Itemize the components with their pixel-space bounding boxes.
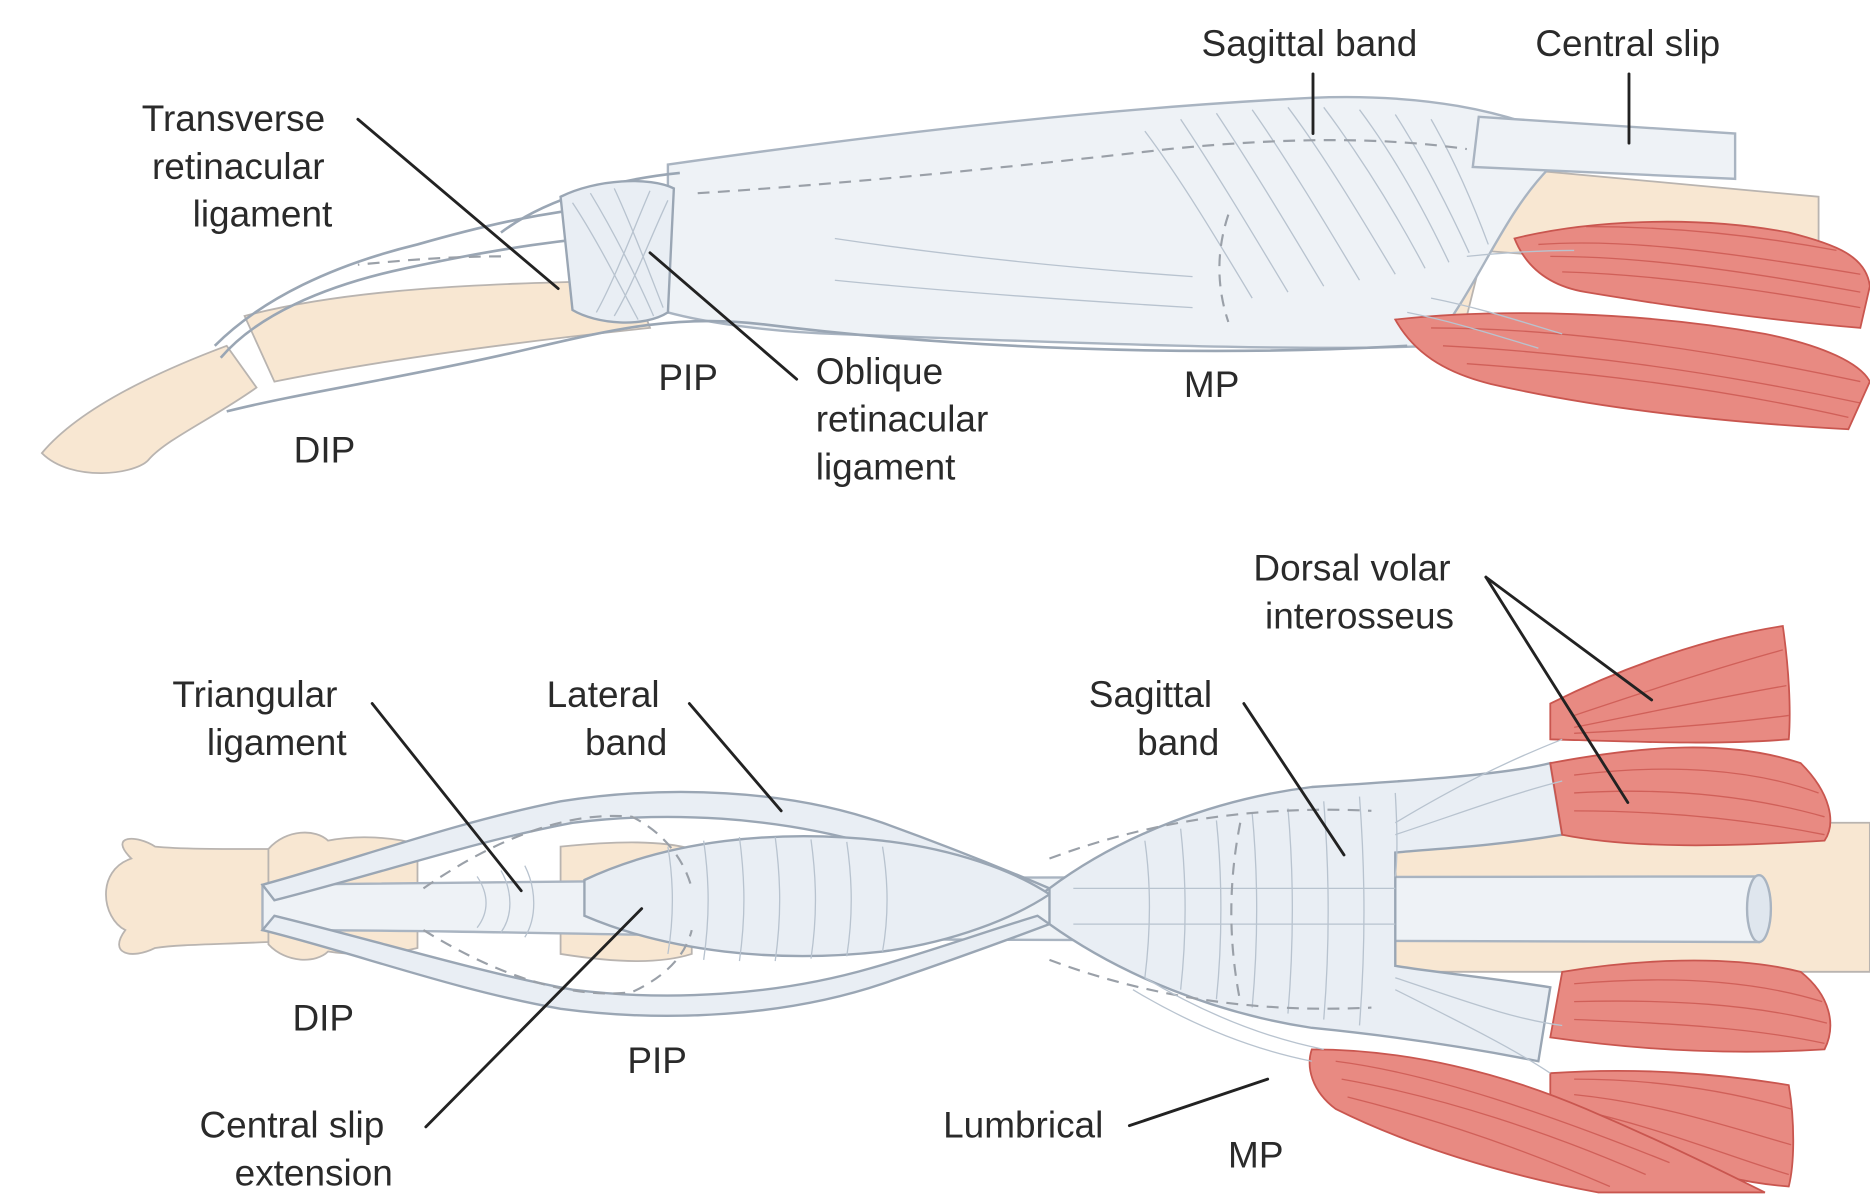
top-label-oblique-retinacular-line-1: Oblique	[816, 351, 943, 392]
bottom-label-triangular-ligament-line-2: ligament	[207, 722, 347, 763]
bottom-tendon-end-cap	[1747, 875, 1771, 942]
bottom-label-dorsal-volar-interosseus: Dorsal volar interosseus	[1253, 548, 1460, 637]
bottom-label-triangular-ligament-line-1: Triangular	[172, 674, 337, 715]
bottom-dorsal-view: Dorsal volar interosseus Triangular liga…	[106, 548, 1870, 1194]
top-retinacular-bundle	[561, 181, 674, 322]
bottom-label-sagittal-band-line-1: Sagittal	[1089, 674, 1212, 715]
bottom-distal-phalanx-bone	[106, 839, 268, 954]
top-label-sagittal-band: Sagittal band	[1202, 23, 1418, 64]
bottom-label-dip: DIP	[292, 997, 354, 1038]
top-label-oblique-retinacular-line-3: ligament	[816, 446, 956, 487]
bottom-label-dorsal-volar-interosseus-line-1: Dorsal volar	[1253, 548, 1450, 589]
top-lateral-view: Sagittal band Central slip Transverse re…	[42, 23, 1870, 487]
bottom-leader-lumbrical	[1129, 1079, 1267, 1126]
top-label-dip: DIP	[294, 430, 356, 471]
top-label-transverse-retinacular-line-3: ligament	[193, 194, 333, 235]
top-label-transverse-retinacular: Transverse retinacular ligament	[142, 98, 336, 234]
bottom-label-central-slip-extension: Central slip extension	[199, 1105, 394, 1194]
bottom-leader-central-slip-extension	[426, 909, 642, 1127]
top-label-central-slip: Central slip	[1535, 23, 1720, 64]
top-leader-transverse-retinacular	[358, 119, 558, 288]
bottom-label-lateral-band: Lateral band	[547, 674, 670, 763]
bottom-label-central-slip-extension-line-1: Central slip	[199, 1105, 384, 1146]
bottom-label-lumbrical: Lumbrical	[943, 1105, 1103, 1146]
top-label-transverse-retinacular-line-1: Transverse	[142, 98, 325, 139]
top-label-transverse-retinacular-line-2: retinacular	[152, 146, 325, 187]
top-label-oblique-retinacular: Oblique retinacular ligament	[816, 351, 999, 487]
bottom-label-central-slip-extension-line-2: extension	[235, 1152, 393, 1193]
bottom-leader-interosseus-upper	[1486, 577, 1652, 700]
bottom-interosseus-muscle-lower-1	[1550, 961, 1830, 1052]
bottom-label-sagittal-band-line-2: band	[1137, 722, 1219, 763]
top-label-pip: PIP	[658, 357, 718, 398]
bottom-label-triangular-ligament: Triangular ligament	[172, 674, 347, 763]
top-distal-phalanx-bone	[42, 346, 257, 473]
top-label-mp: MP	[1184, 364, 1239, 405]
bottom-label-dorsal-volar-interosseus-line-2: interosseus	[1265, 595, 1454, 636]
bottom-label-lateral-band-line-1: Lateral	[547, 674, 660, 715]
top-central-slip-tendon	[1473, 117, 1735, 179]
bottom-label-sagittal-band: Sagittal band	[1089, 674, 1223, 763]
bottom-interosseus-muscle-upper-2	[1550, 747, 1830, 845]
top-lumbrical-muscle	[1395, 313, 1870, 429]
bottom-interosseus-muscle-upper-1	[1550, 626, 1789, 743]
bottom-label-pip: PIP	[627, 1040, 687, 1081]
bottom-label-mp: MP	[1228, 1134, 1283, 1175]
top-label-oblique-retinacular-line-2: retinacular	[816, 399, 989, 440]
bottom-label-lateral-band-line-2: band	[585, 722, 667, 763]
